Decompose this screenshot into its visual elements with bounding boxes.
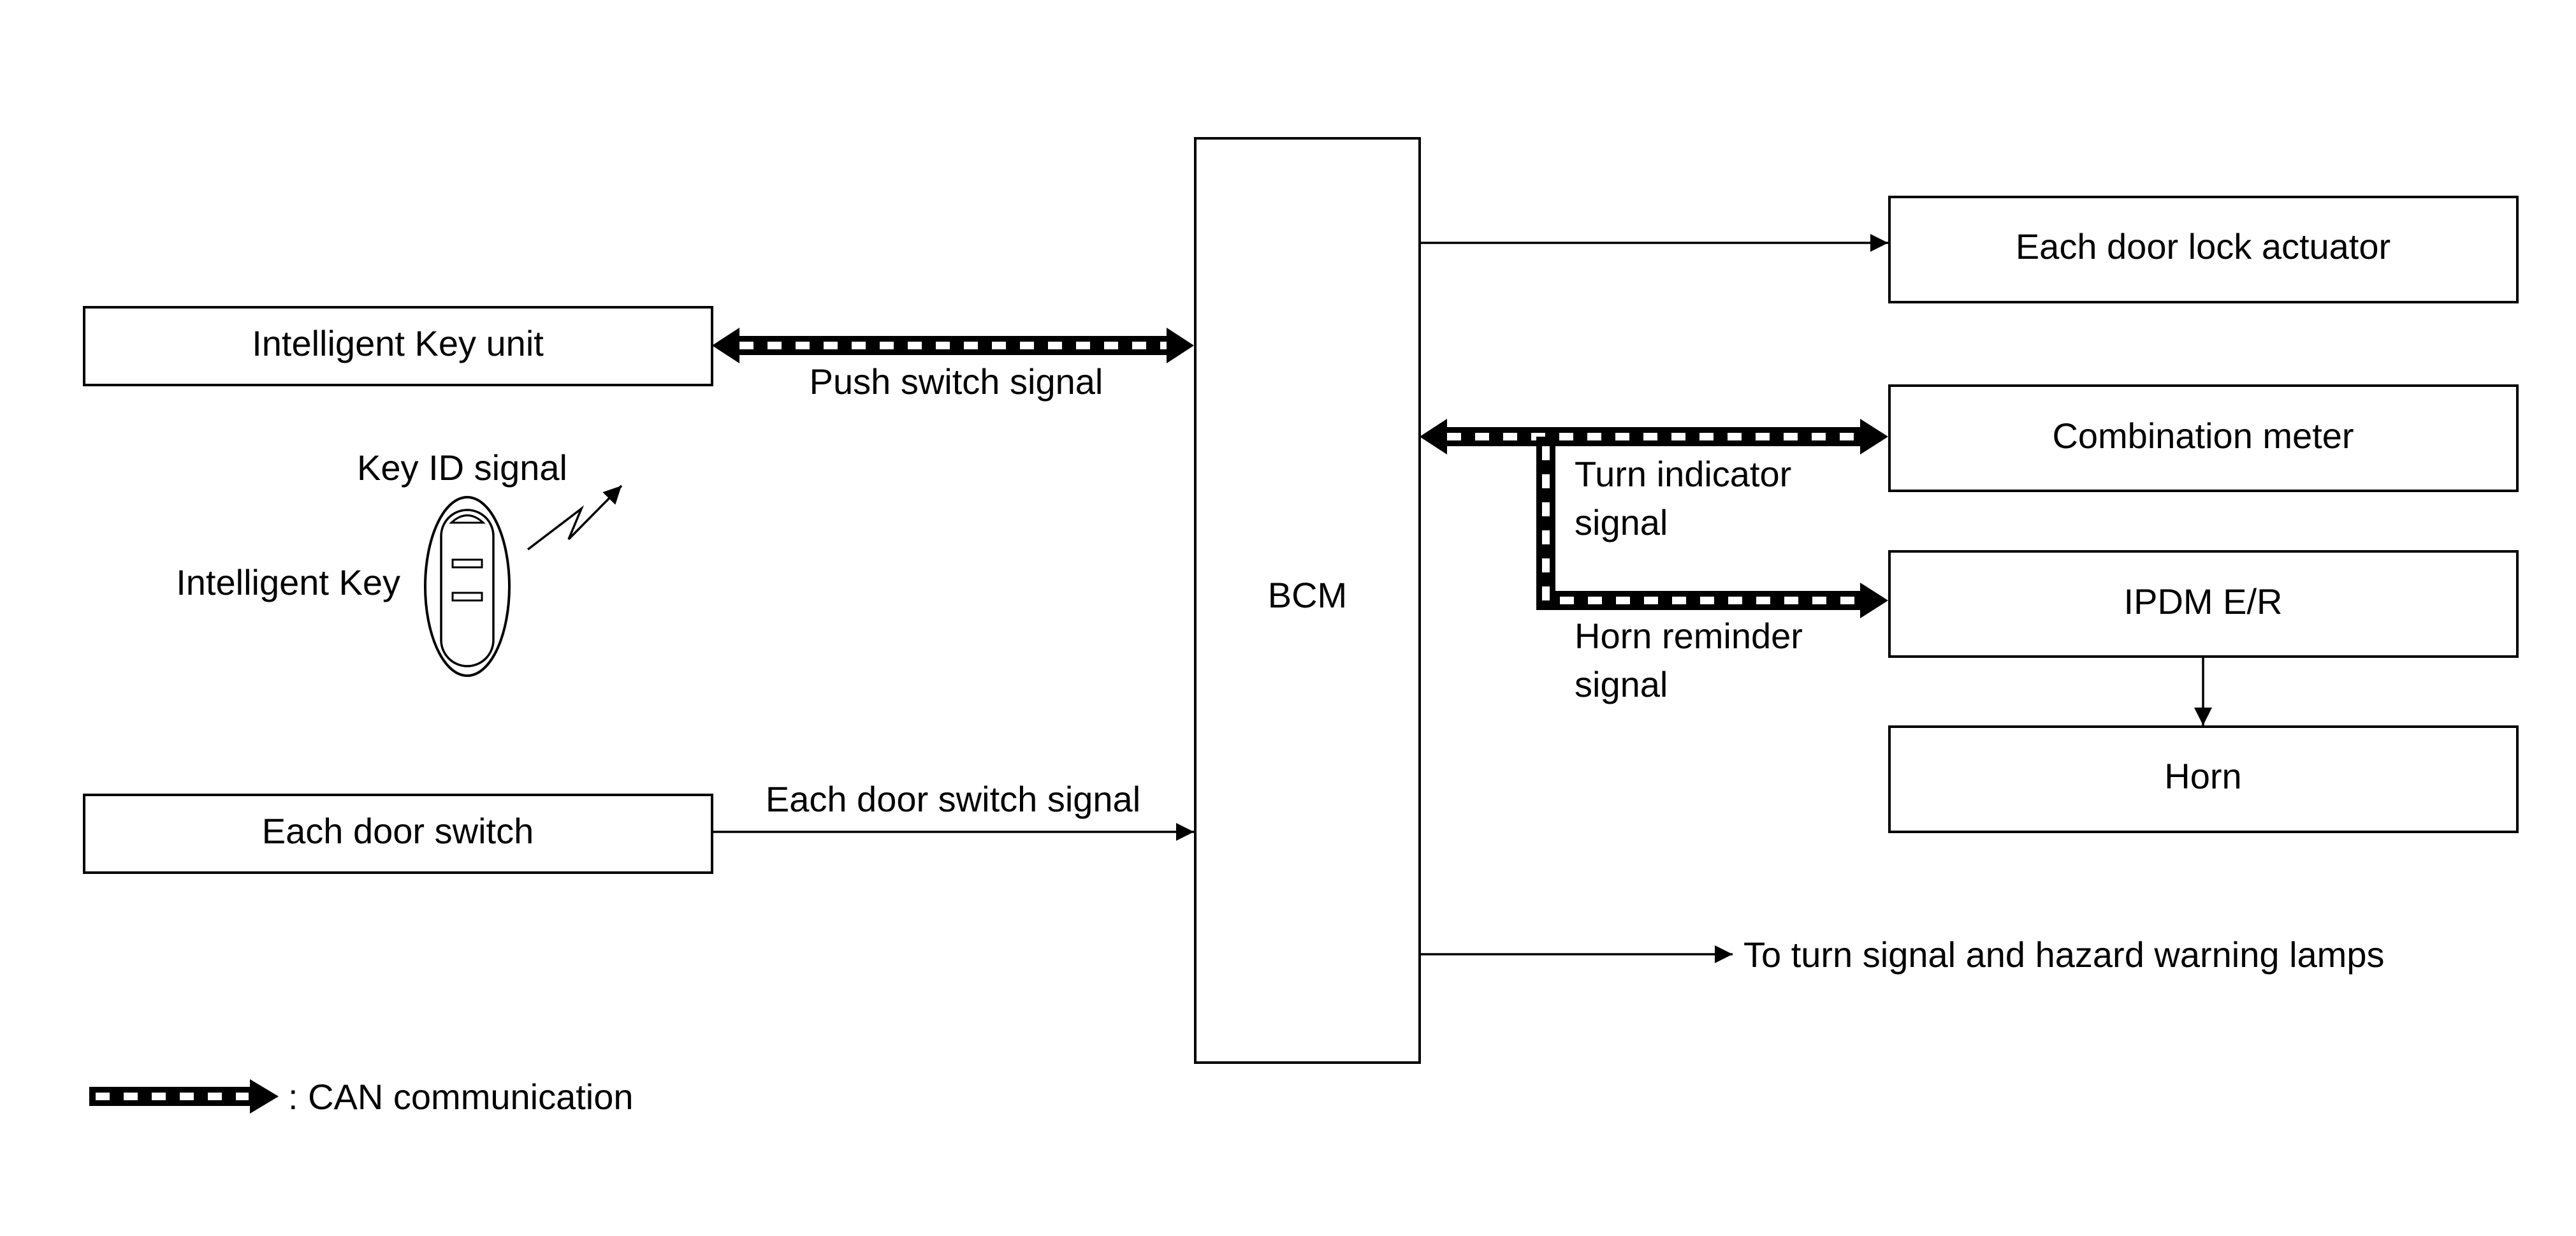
each-door-switch-label: Each door switch — [262, 811, 534, 851]
horn-reminder-signal-label-line1: Horn reminder — [1575, 616, 1803, 656]
each-door-lock-actuator-label: Each door lock actuator — [2016, 226, 2390, 266]
turn-indicator-signal-label-line2: signal — [1575, 502, 1668, 542]
intelligent-key-unit-box — [83, 306, 713, 386]
turn-indicator-signal-label-line1: Turn indicator — [1575, 454, 1791, 494]
intelligent-key-label: Intelligent Key — [176, 562, 400, 602]
combination-meter-box — [1888, 384, 2519, 492]
intelligent-key-unit-label: Intelligent Key unit — [252, 323, 544, 363]
each-door-switch-box — [83, 794, 713, 874]
each-door-lock-actuator-box — [1888, 196, 2519, 303]
push-switch-signal-label: Push switch signal — [810, 361, 1103, 402]
intelligent-key-fob-icon — [424, 496, 511, 677]
key-id-signal-label: Key ID signal — [357, 447, 567, 488]
horn-label: Horn — [2164, 756, 2241, 796]
ipdm-er-label: IPDM E/R — [2124, 581, 2283, 622]
to-turn-signal-lamps-label: To turn signal and hazard warning lamps — [1743, 934, 2384, 975]
each-door-switch-signal-label: Each door switch signal — [766, 779, 1140, 819]
can-legend-symbol — [89, 1079, 279, 1114]
can-line-bcm-meter-ipdm — [1420, 419, 1888, 618]
bcm-label: BCM — [1268, 575, 1347, 615]
can-line-key-unit-bcm — [712, 328, 1194, 363]
combination-meter-label: Combination meter — [2052, 416, 2354, 456]
bcm-box — [1194, 137, 1421, 1064]
horn-reminder-signal-label-line2: signal — [1575, 664, 1668, 704]
can-communication-legend-label: : CAN communication — [288, 1077, 634, 1117]
key-id-signal-zigzag-icon — [527, 484, 623, 551]
horn-box — [1888, 725, 2519, 833]
